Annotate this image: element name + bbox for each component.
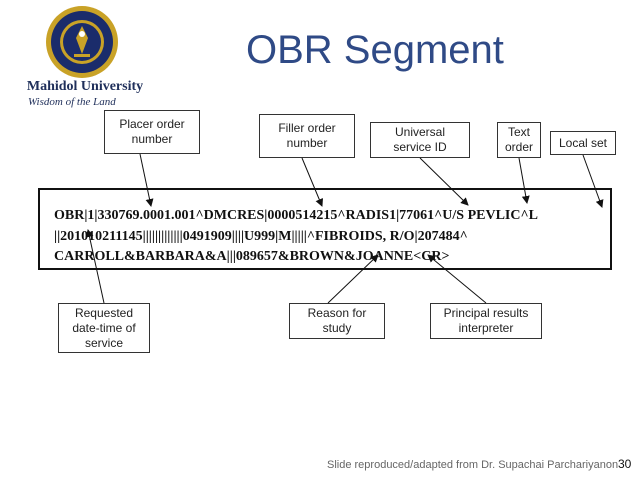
label-text-order: Text order — [497, 122, 541, 158]
university-logo — [44, 4, 120, 80]
label-local-set: Local set — [550, 131, 616, 155]
university-name: Mahidol University — [26, 79, 144, 94]
university-seal-icon — [46, 6, 118, 78]
segment-line-2: ||201010211145|||||||||||||0491909||||U9… — [54, 228, 468, 244]
arrow-universal-service-id — [419, 157, 469, 206]
arrow-principal-results-interpreter — [427, 254, 487, 304]
page-number: 30 — [618, 457, 632, 471]
label-filler-order-number: Filler order number — [259, 114, 355, 158]
page-title: OBR Segment — [246, 28, 504, 72]
obr-segment-box: OBR|1|330769.0001.001^DMCRES|0000514215^… — [38, 188, 612, 270]
arrow-filler-order — [301, 157, 323, 207]
arrow-placer-order — [139, 153, 154, 207]
label-reason-for-study: Reason for study — [289, 303, 385, 339]
label-principal-results-interpreter: Principal results interpreter — [430, 303, 542, 339]
arrow-text-order — [518, 157, 530, 204]
segment-line-3: CARROLL&BARBARA&A|||089657&BROWN&JOANNE<… — [54, 249, 450, 264]
label-placer-order-number: Placer order number — [104, 110, 200, 154]
label-universal-service-id: Universal service ID — [370, 122, 470, 158]
university-tagline: Wisdom of the Land — [28, 96, 116, 108]
arrow-reason-for-study — [327, 254, 379, 304]
slide-credit: Slide reproduced/adapted from Dr. Supach… — [327, 459, 619, 471]
arrow-local-set — [582, 154, 604, 208]
segment-line-1: OBR|1|330769.0001.001^DMCRES|0000514215^… — [54, 208, 538, 223]
label-requested-date-time: Requested date-time of service — [58, 303, 150, 353]
arrow-requested-date-time — [85, 229, 105, 304]
